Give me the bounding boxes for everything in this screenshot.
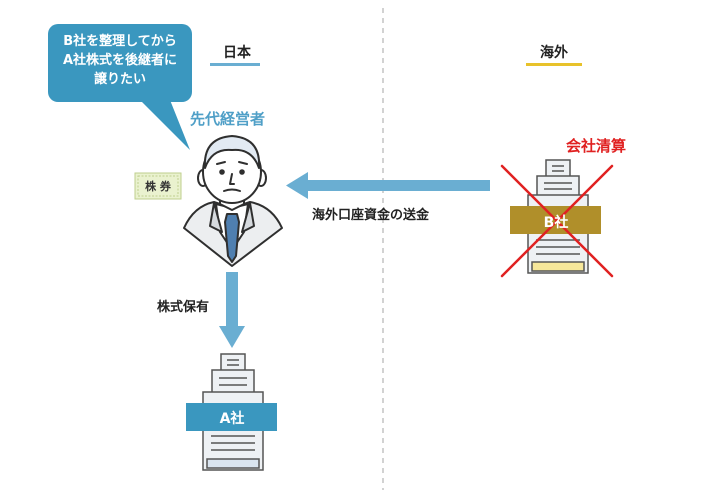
speech-bubble-line: B社を整理してから xyxy=(63,34,177,49)
shareholding-arrow xyxy=(219,272,245,348)
speech-bubble xyxy=(48,24,192,150)
company-a-band xyxy=(186,403,277,431)
japan-underline xyxy=(210,63,260,66)
region-label-overseas: 海外 xyxy=(540,45,568,61)
stock-certificate-label: 株 券 xyxy=(145,180,171,193)
shareholding-label: 株式保有 xyxy=(157,300,210,315)
speech-bubble-line: 譲りたい xyxy=(93,72,146,87)
predecessor-businessman-icon xyxy=(183,135,283,267)
speech-bubble-text: B社を整理してから A社株式を後継者に 譲りたい xyxy=(52,32,188,89)
predecessor-label: 先代経営者 xyxy=(190,110,266,128)
remittance-label: 海外口座資金の送金 xyxy=(312,208,430,223)
company-b-label: B社 xyxy=(543,215,569,231)
stock-certificate-icon xyxy=(134,172,182,200)
company-a-label: A社 xyxy=(219,411,245,427)
remittance-arrow xyxy=(286,172,490,199)
liquidation-x-icon xyxy=(500,164,614,278)
region-label-japan: 日本 xyxy=(223,45,251,61)
liquidation-label: 会社清算 xyxy=(566,137,627,155)
speech-bubble-line: A社株式を後継者に xyxy=(62,53,178,68)
overseas-underline xyxy=(526,63,582,66)
